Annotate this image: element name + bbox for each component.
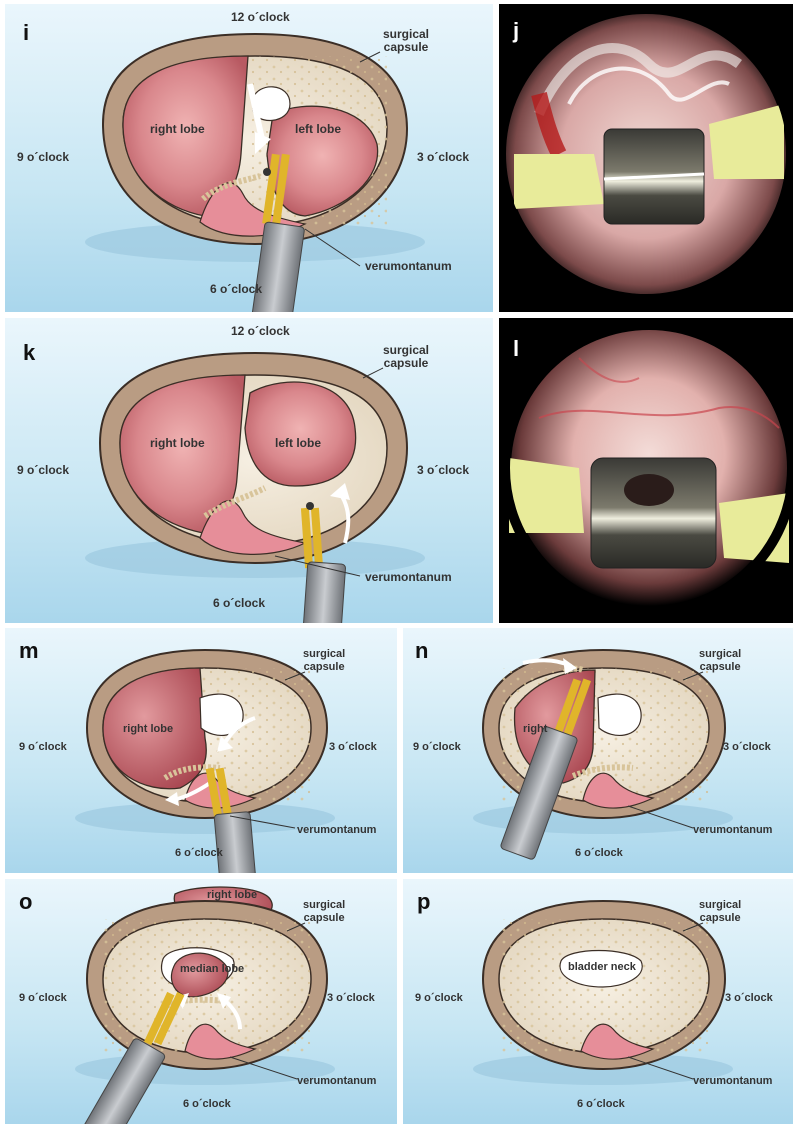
panel-label-p: p	[417, 889, 430, 915]
label-9-oclock: 9 o´clock	[17, 150, 69, 164]
endoscopic-photo-l	[499, 318, 793, 623]
label-3-oclock: 3 o´clock	[329, 741, 377, 753]
panel-k: k 12 o´clock 6 o´clock 9 o´clock 3 o´clo…	[5, 318, 493, 623]
label-6-oclock: 6 o´clock	[175, 847, 223, 859]
endoscopic-photo-j	[499, 4, 793, 312]
label-surgical-capsule: surgical capsule	[699, 899, 741, 925]
panel-label-k: k	[23, 340, 35, 366]
panel-j: j	[499, 4, 793, 312]
label-right-lobe: right	[523, 723, 547, 735]
label-6-oclock: 6 o´clock	[210, 282, 262, 296]
label-3-oclock: 3 o´clock	[327, 992, 375, 1004]
panel-label-l: l	[513, 336, 519, 362]
label-3-oclock: 3 o´clock	[417, 150, 469, 164]
label-right-lobe: right lobe	[123, 723, 173, 735]
label-right-lobe: right lobe	[150, 122, 205, 136]
panel-label-o: o	[19, 889, 32, 915]
label-3-oclock: 3 o´clock	[723, 741, 771, 753]
label-verumontanum: verumontanum	[297, 824, 376, 836]
panel-n: n 6 o´clock 9 o´clock 3 o´clock surgical…	[403, 628, 793, 873]
label-surgical-capsule: surgical capsule	[383, 28, 429, 54]
panel-label-n: n	[415, 638, 428, 664]
panel-label-m: m	[19, 638, 39, 664]
panel-i: i 12 o´clock 6 o´clock 9 o´clock 3 o´clo…	[5, 4, 493, 312]
label-verumontanum: verumontanum	[365, 570, 452, 584]
label-verumontanum: verumontanum	[365, 259, 452, 273]
label-surgical-capsule: surgical capsule	[383, 344, 429, 370]
label-9-oclock: 9 o´clock	[415, 992, 463, 1004]
label-6-oclock: 6 o´clock	[577, 1098, 625, 1110]
panel-m: m 6 o´clock 9 o´clock 3 o´clock surgical…	[5, 628, 397, 873]
label-9-oclock: 9 o´clock	[17, 463, 69, 477]
label-9-oclock: 9 o´clock	[19, 741, 67, 753]
label-6-oclock: 6 o´clock	[183, 1098, 231, 1110]
label-12-oclock: 12 o´clock	[231, 324, 290, 338]
label-median-lobe: median lobe	[180, 963, 244, 975]
panel-label-j: j	[513, 18, 519, 44]
label-6-oclock: 6 o´clock	[575, 847, 623, 859]
panel-label-i: i	[23, 20, 29, 46]
label-surgical-capsule: surgical capsule	[303, 648, 345, 674]
label-verumontanum: verumontanum	[297, 1075, 376, 1087]
label-surgical-capsule: surgical capsule	[303, 899, 345, 925]
panel-p: p 6 o´clock 9 o´clock 3 o´clock surgical…	[403, 879, 793, 1124]
label-9-oclock: 9 o´clock	[19, 992, 67, 1004]
label-right-lobe: right lobe	[207, 889, 257, 901]
label-left-lobe: left lobe	[275, 436, 321, 450]
label-3-oclock: 3 o´clock	[725, 992, 773, 1004]
bladder-neck-hole	[598, 694, 641, 735]
label-3-oclock: 3 o´clock	[417, 463, 469, 477]
label-9-oclock: 9 o´clock	[413, 741, 461, 753]
panel-o: o 6 o´clock 9 o´clock 3 o´clock surgical…	[5, 879, 397, 1124]
left-lobe	[245, 382, 356, 486]
label-6-oclock: 6 o´clock	[213, 596, 265, 610]
label-right-lobe: right lobe	[150, 436, 205, 450]
label-left-lobe: left lobe	[295, 122, 341, 136]
label-12-oclock: 12 o´clock	[231, 10, 290, 24]
panel-l: l	[499, 318, 793, 623]
label-verumontanum: verumontanum	[693, 1075, 772, 1087]
label-surgical-capsule: surgical capsule	[699, 648, 741, 674]
label-verumontanum: verumontanum	[693, 824, 772, 836]
label-bladder-neck: bladder neck	[568, 961, 636, 973]
